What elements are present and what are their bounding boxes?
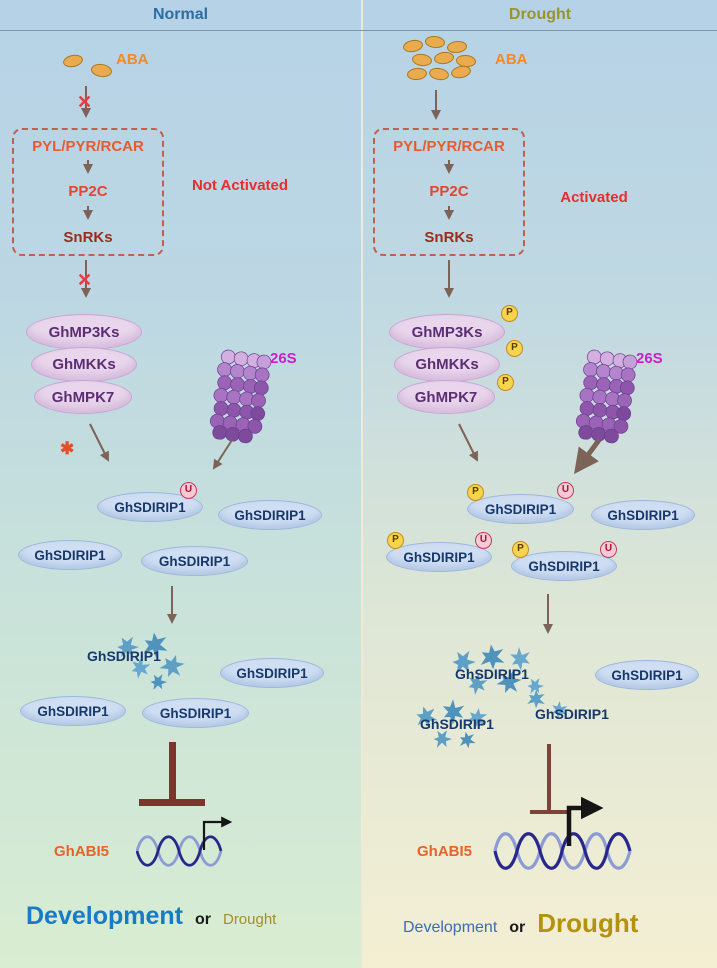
arrow-receptor-to-pp2c [83, 160, 93, 175]
protein-ghsdirip1: GhSDIRIP1 [467, 494, 574, 524]
receptor-snrks: SnRKs [424, 228, 474, 246]
aba-molecule-icon [411, 52, 433, 68]
ubiquitin-badge: U [557, 482, 574, 499]
proteasome-label: 26S [636, 350, 663, 367]
aba-molecule-icon [61, 53, 85, 69]
proteasome-26s-icon [573, 348, 640, 446]
blocked-x-icon: ✕ [77, 92, 93, 112]
receptor-module-box: PYL/PYR/RCAR PP2C SnRKs [12, 128, 164, 256]
dna-helix-icon [493, 832, 632, 870]
outcome-row: Development or Drought [26, 902, 276, 931]
aba-molecule-icon [449, 64, 473, 80]
degraded-protein-label: GhSDIRIP1 [87, 648, 161, 664]
header-divider [0, 30, 717, 31]
protein-ghsdirip1: GhSDIRIP1 [18, 540, 122, 570]
outcome-drought: Drought [537, 908, 639, 938]
kinase-ghmpk7: GhMPK7 [34, 380, 132, 414]
ubiquitin-badge: U [475, 532, 492, 549]
phospho-badge: P [467, 484, 484, 501]
panel-title-normal: Normal [152, 6, 209, 23]
receptor-pyl-pyr-rcar: PYL/PYR/RCAR [32, 138, 144, 156]
degraded-protein-label: GhSDIRIP1 [455, 666, 529, 682]
kinase-ghmpk7: GhMPK7 [397, 380, 495, 414]
transcription-arrow-icon [202, 816, 233, 850]
arrow-kinases-to-protein [89, 423, 109, 462]
inhibition-tbar-head [139, 799, 205, 806]
kinase-ghmp3ks: GhMP3Ks [389, 314, 505, 350]
outcome-drought: Drought [222, 911, 277, 928]
activation-status: Not Activated [191, 177, 289, 194]
ubiquitin-badge: U [180, 482, 197, 499]
degraded-protein-label: GhSDIRIP1 [420, 716, 494, 732]
receptor-snrks: SnRKs [63, 228, 113, 246]
arrow-kinases-to-protein [458, 423, 478, 462]
degraded-protein-label: GhSDIRIP1 [535, 706, 609, 722]
proteasome-26s-icon [207, 348, 274, 446]
arrow-aba-to-receptors [81, 86, 91, 118]
panel-normal: Normal ABA ✕ PYL/PYR/RCAR PP2C SnRKs Not… [0, 0, 361, 968]
receptor-pp2c: PP2C [429, 183, 469, 201]
phospho-badge: P [506, 340, 523, 357]
phospho-badge: P [387, 532, 404, 549]
arrow-to-degradation [543, 594, 553, 634]
transcription-arrow-icon [566, 796, 604, 846]
phospho-badge: P [501, 305, 518, 322]
protein-ghsdirip1: GhSDIRIP1 [220, 658, 324, 688]
inhibition-tbar-head [530, 810, 568, 814]
protein-ghsdirip1: GhSDIRIP1 [511, 551, 617, 581]
panel-drought: Drought ABA PYL/PYR/RCAR PP2C SnRKs Acti… [363, 0, 717, 968]
arrow-proteasome-to-protein [212, 439, 233, 470]
protein-ghsdirip1: GhSDIRIP1 [591, 500, 695, 530]
kinase-ghmp3ks: GhMP3Ks [26, 314, 142, 350]
activation-status: Activated [560, 189, 628, 206]
dna-helix-icon [136, 835, 223, 867]
aba-label: ABA [116, 51, 149, 68]
receptor-pyl-pyr-rcar: PYL/PYR/RCAR [393, 138, 505, 156]
protein-ghsdirip1: GhSDIRIP1 [142, 698, 249, 728]
panel-title-drought: Drought [508, 6, 572, 23]
blocked-asterisk-icon: ✱ [60, 439, 75, 458]
aba-molecule-icon [428, 66, 450, 82]
arrow-receptor-to-pp2c [444, 160, 454, 175]
gene-label-ghabi5: GhABI5 [417, 843, 473, 860]
aba-molecule-icon [402, 38, 424, 54]
arrow-receptors-to-kinases [81, 260, 91, 298]
inhibition-tbar-stem [169, 742, 176, 800]
outcome-development: Development [26, 902, 183, 930]
phospho-badge: P [512, 541, 529, 558]
kinase-ghmkks: GhMKKs [394, 347, 500, 382]
blocked-x-icon: ✕ [77, 270, 93, 290]
receptor-module-box: PYL/PYR/RCAR PP2C SnRKs [373, 128, 525, 256]
panel-divider [361, 0, 363, 968]
phospho-badge: P [497, 374, 514, 391]
aba-molecule-icon [424, 34, 446, 50]
arrow-pp2c-to-snrks [83, 205, 93, 220]
aba-molecule-icon [406, 67, 428, 81]
inhibition-tbar-stem [547, 744, 551, 810]
aba-molecule-icon [90, 62, 113, 79]
aba-molecule-icon [433, 50, 455, 66]
proteasome-label: 26S [270, 350, 297, 367]
protein-ghsdirip1: GhSDIRIP1 [218, 500, 322, 530]
outcome-or: or [509, 919, 526, 936]
arrow-proteasome-to-protein-thick [574, 438, 602, 475]
arrow-aba-to-receptors [431, 90, 441, 120]
protein-ghsdirip1: GhSDIRIP1 [386, 542, 492, 572]
outcome-or: or [194, 911, 211, 928]
protein-ghsdirip1: GhSDIRIP1 [20, 696, 126, 726]
arrow-receptors-to-kinases [444, 260, 454, 298]
protein-ghsdirip1: GhSDIRIP1 [595, 660, 699, 690]
receptor-pp2c: PP2C [68, 183, 108, 201]
ubiquitin-badge: U [600, 541, 617, 558]
aba-label: ABA [495, 51, 528, 68]
protein-ghsdirip1: GhSDIRIP1 [141, 546, 248, 576]
gene-label-ghabi5: GhABI5 [54, 843, 110, 860]
outcome-development: Development [403, 919, 498, 936]
arrow-to-degradation [167, 586, 177, 624]
arrow-pp2c-to-snrks [444, 205, 454, 220]
outcome-row: Development or Drought [403, 908, 638, 939]
kinase-ghmkks: GhMKKs [31, 347, 137, 382]
